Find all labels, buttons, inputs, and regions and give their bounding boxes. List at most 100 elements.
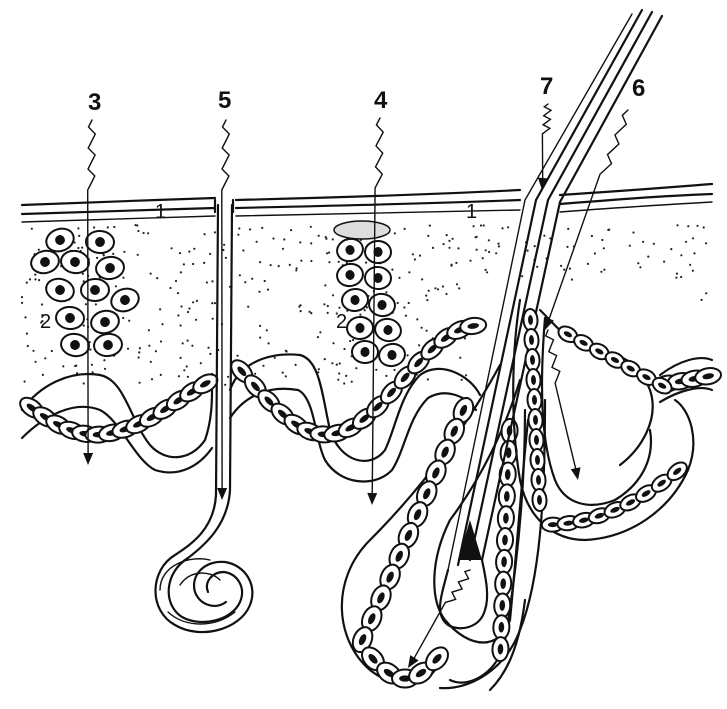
stipple-dot	[408, 271, 410, 273]
stipple-dot	[274, 357, 276, 359]
stipple-dot	[261, 227, 263, 229]
stipple-dot	[501, 227, 503, 229]
stipple-dot	[653, 243, 655, 245]
basal-cell	[493, 615, 510, 640]
stipple-dot	[81, 247, 83, 249]
stipple-dot	[150, 273, 152, 275]
stipple-dot	[267, 289, 269, 291]
stipple-dot	[327, 305, 329, 307]
basal-cell	[496, 549, 513, 574]
stipple-dot	[180, 305, 182, 307]
basal-cell	[459, 316, 487, 335]
stipple-dot	[196, 300, 198, 302]
stipple-dot	[337, 379, 339, 381]
stipple-dot	[103, 254, 105, 256]
stipple-dot	[693, 252, 695, 254]
route-6-label: 6	[632, 75, 645, 102]
stipple-dot	[427, 378, 429, 380]
basal-cell	[532, 489, 547, 512]
stipple-dot	[692, 270, 694, 272]
stipple-dot	[461, 379, 463, 381]
route-4-cell-column	[334, 221, 407, 368]
route-3-cell	[59, 249, 90, 275]
stipple-dot	[629, 245, 631, 247]
stipple-dot	[29, 278, 31, 280]
corneum-patch	[334, 221, 390, 239]
stipple-dot	[465, 374, 467, 376]
stipple-dot	[391, 269, 393, 271]
stipple-dot	[282, 248, 284, 250]
route-5-label: 5	[218, 87, 231, 114]
basal-cell	[525, 349, 540, 372]
route-4-cell	[346, 316, 373, 339]
stipple-dot	[34, 278, 36, 280]
stipple-dot	[290, 229, 292, 231]
stipple-dot	[647, 256, 649, 258]
stipple-dot	[692, 237, 694, 239]
stipple-dot	[676, 273, 678, 275]
stipple-dot	[428, 290, 430, 292]
stipple-dot	[78, 235, 80, 237]
stipple-dot	[285, 350, 287, 352]
stipple-dot	[355, 367, 357, 369]
stipple-dot	[483, 224, 485, 226]
stipple-dot	[639, 266, 641, 268]
stipple-dot	[445, 293, 447, 295]
stipple-dot	[187, 376, 189, 378]
stipple-dot	[385, 291, 387, 293]
stipple-dot	[206, 281, 208, 283]
stipple-dot	[352, 339, 354, 341]
stipple-dot	[214, 302, 216, 304]
stipple-dot	[495, 252, 497, 254]
basal-cell	[524, 329, 539, 352]
stipple-dot	[26, 282, 28, 284]
stipple-dot	[310, 226, 312, 228]
stipple-dot	[437, 288, 439, 290]
stipple-dot	[82, 273, 84, 275]
stipple-dot	[107, 226, 109, 228]
stipple-dot	[434, 287, 436, 289]
stipple-dot	[394, 232, 396, 234]
stipple-dot	[701, 299, 703, 301]
stipple-dot	[637, 262, 639, 264]
stipple-dot	[600, 271, 602, 273]
stipple-dot	[421, 278, 423, 280]
stipple-dot	[91, 364, 93, 366]
stipple-dot	[295, 364, 297, 366]
stipple-dot	[38, 279, 40, 281]
stipple-dot	[345, 375, 347, 377]
stipple-dot	[227, 376, 229, 378]
stipple-dot	[122, 317, 124, 319]
stipple-dot	[83, 382, 85, 384]
stipple-dot	[249, 228, 251, 230]
stipple-dot	[93, 226, 95, 228]
stipple-dot	[446, 234, 448, 236]
route-6-gland-arrow	[546, 330, 581, 480]
stipple-dot	[289, 264, 291, 266]
stipple-dot	[317, 336, 319, 338]
stipple-dot	[338, 307, 340, 309]
arrow-head	[217, 488, 227, 500]
stipple-dot	[150, 361, 152, 363]
stipple-dot	[328, 252, 330, 254]
stipple-dot	[115, 285, 117, 287]
stipple-dot	[452, 238, 454, 240]
basal-cell	[498, 484, 515, 509]
stipple-dot	[567, 228, 569, 230]
stipple-dot	[180, 324, 182, 326]
stipple-dot	[259, 337, 261, 339]
stipple-dot	[349, 340, 351, 342]
arrow-head	[83, 453, 93, 465]
stipple-dot	[264, 280, 266, 282]
stipple-dot	[680, 254, 682, 256]
stipple-dot	[587, 263, 589, 265]
stipple-dot	[299, 304, 301, 306]
stipple-dot	[404, 228, 406, 230]
stipple-dot	[191, 345, 193, 347]
stipple-dot	[566, 246, 568, 248]
stipple-dot	[488, 239, 490, 241]
stipple-dot	[426, 330, 428, 332]
stipple-dot	[325, 238, 327, 240]
